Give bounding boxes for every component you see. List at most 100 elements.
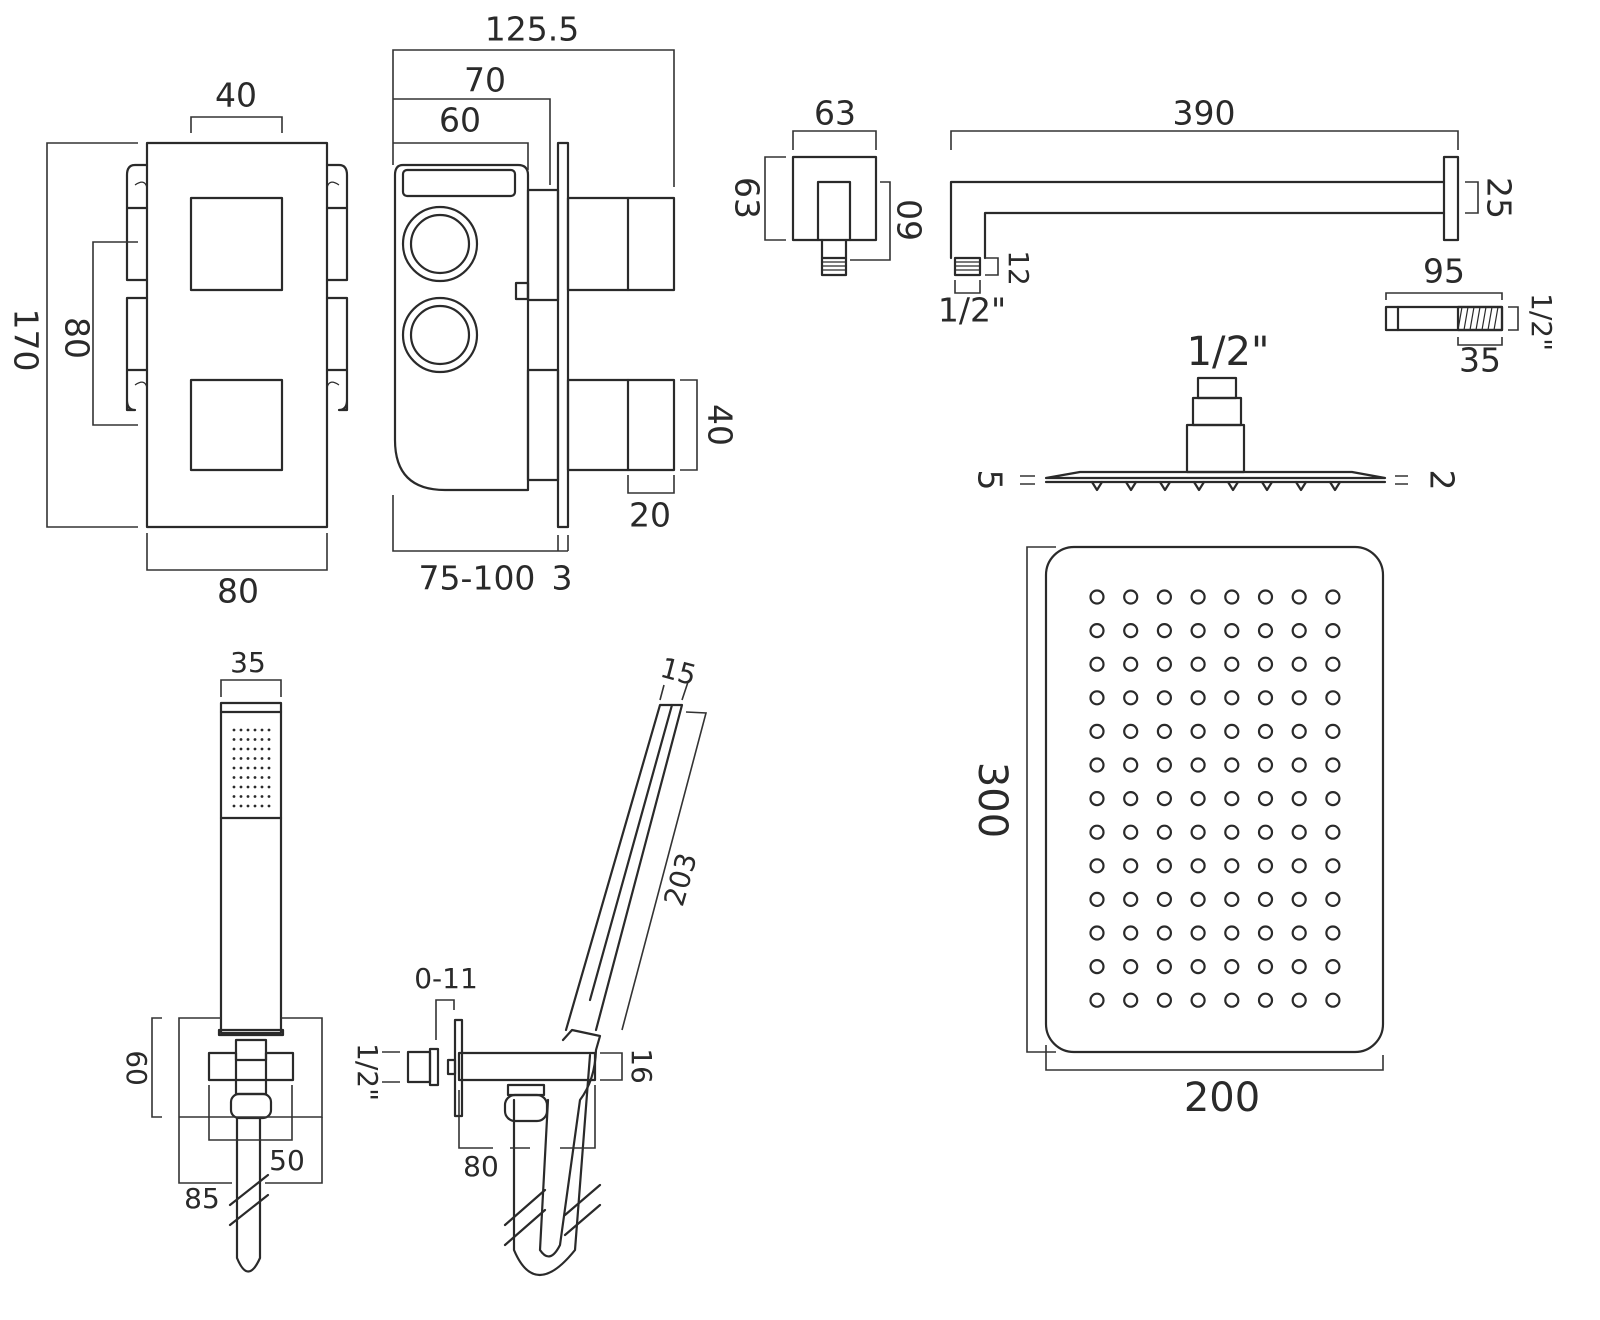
nozzle-dot (1257, 958, 1274, 975)
nozzle-dot (1156, 891, 1173, 908)
nozzle-dot (1257, 891, 1274, 908)
dim-depth-60: 60 (439, 101, 481, 140)
spray-hole (253, 785, 257, 789)
spray-hole (232, 728, 236, 732)
nozzle-dot (1156, 589, 1173, 605)
spray-hole (267, 728, 271, 732)
nozzle-dot (1156, 656, 1173, 672)
nozzle-dot (1089, 925, 1105, 941)
dim-overall-depth: 125.5 (485, 10, 579, 49)
nozzle-dot (1089, 824, 1105, 840)
dim-handle-size: 40 (701, 404, 740, 446)
nozzle-dot (1190, 992, 1206, 1008)
dim-elbow-depth: 60 (891, 199, 930, 241)
nozzle-dot (1291, 992, 1307, 1008)
valve-front-view: 40 170 80 80 (7, 76, 349, 611)
nozzle-tip (1158, 480, 1172, 492)
spray-hole (260, 795, 264, 798)
nozzle-dot (1291, 925, 1307, 941)
spray-hole (246, 728, 250, 732)
nozzle-dot (1257, 992, 1274, 1008)
dim-extension-thread-length: 35 (1459, 341, 1501, 380)
nozzle-tip (1192, 480, 1206, 492)
nozzle-dot (1089, 790, 1105, 807)
nozzle-dot (1257, 656, 1274, 672)
nozzle-tip (1124, 480, 1138, 492)
nozzle-dot (1291, 858, 1307, 874)
spray-hole (260, 776, 264, 779)
nozzle-dot (1291, 690, 1307, 706)
nozzle-dot (1325, 757, 1341, 773)
dim-bracket-height: 60 (120, 1050, 153, 1086)
nozzle-tip (1090, 480, 1104, 492)
nozzle-dot (1325, 723, 1341, 740)
spray-hole (239, 728, 243, 732)
nozzle-dot (1123, 992, 1139, 1008)
dim-arm-length: 390 (1173, 94, 1236, 133)
nozzle-dot (1089, 858, 1105, 874)
nozzle-dot (1156, 992, 1173, 1008)
dim-bracket-depth: 16 (625, 1048, 658, 1084)
spray-hole (239, 795, 243, 798)
shower-head-top: 300 200 (969, 545, 1385, 1121)
nozzle-dot (1089, 656, 1105, 672)
nozzle-tip (1328, 480, 1342, 492)
nozzle-dot (1089, 757, 1105, 773)
spray-hole (239, 804, 243, 808)
spray-hole (253, 738, 257, 741)
nozzle-dot (1257, 589, 1274, 605)
spray-hole (239, 766, 243, 770)
nozzle-dot (1224, 958, 1240, 975)
nozzle-dot (1291, 958, 1307, 975)
spray-hole (246, 785, 250, 789)
lower-control-square (189, 378, 284, 472)
spray-hole (232, 757, 236, 760)
nozzle-dot (1224, 925, 1240, 941)
nozzle-dot (1156, 723, 1173, 740)
valve-side-view: 125.5 70 60 40 20 75-100 3 (392, 10, 740, 598)
spray-hole (253, 766, 257, 770)
nozzle-dot (1224, 757, 1240, 773)
spray-hole (246, 738, 250, 741)
nozzle-dot (1224, 723, 1240, 740)
dim-handle-depth: 20 (629, 496, 671, 535)
spray-hole (246, 757, 250, 760)
nozzle-dot (1123, 824, 1139, 840)
nozzle-dot (1291, 824, 1307, 840)
dim-valve-top-width: 40 (215, 76, 257, 115)
nozzle-dot (1325, 992, 1341, 1008)
dim-arm-thread: 1/2" (938, 291, 1006, 330)
spray-hole (232, 766, 236, 770)
spray-hole (232, 738, 236, 741)
nozzle-dot (1190, 790, 1206, 807)
spray-hole (246, 776, 250, 779)
nozzle-dot (1123, 925, 1139, 941)
nozzle-dot (1123, 891, 1139, 908)
spray-hole (246, 804, 250, 808)
dim-handset-length: 203 (657, 849, 703, 909)
dim-handset-width: 35 (230, 646, 266, 679)
nozzle-dot (1156, 790, 1173, 807)
dim-elbow-height: 63 (728, 177, 767, 219)
nozzle-dot (1156, 858, 1173, 874)
nozzle-dot (1089, 589, 1105, 605)
extension-piece: 95 35 1/2" (1384, 252, 1558, 380)
spray-hole (267, 785, 271, 789)
nozzle-dot (1257, 824, 1274, 840)
dim-head-edge-left: 5 (971, 470, 1010, 491)
nozzle-dot (1224, 690, 1240, 706)
nozzle-dot (1257, 757, 1274, 773)
dim-arm-flange: 25 (1480, 177, 1519, 219)
dim-head-thread: 1/2" (1187, 329, 1270, 375)
wall-elbow: 63 63 60 (728, 94, 930, 277)
dim-depth-70: 70 (464, 61, 506, 100)
nozzle-dot (1190, 622, 1206, 639)
spray-hole (267, 804, 271, 808)
shower-arm: 390 25 12 1/2" (938, 94, 1519, 330)
spray-hole (267, 766, 271, 770)
nozzle-dot (1325, 824, 1341, 840)
nozzle-dot (1089, 622, 1105, 639)
dim-bracket-width: 85 (184, 1182, 220, 1215)
nozzle-dot (1325, 891, 1341, 908)
